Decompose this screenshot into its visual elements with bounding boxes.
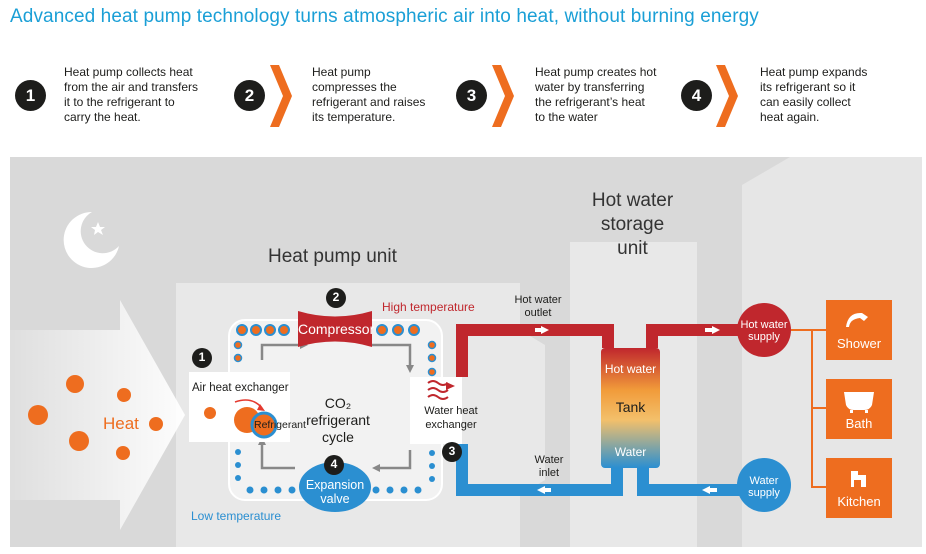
step-4-badge: 4 [681, 80, 712, 111]
shower-label: Shower [836, 336, 882, 351]
badge-3-number: 3 [448, 444, 456, 458]
page-title: Advanced heat pump technology turns atmo… [10, 6, 759, 27]
badge-2 [326, 288, 346, 308]
expansion-valve-shape [299, 462, 371, 512]
cycle-loop [260, 343, 412, 470]
bath-icon [844, 392, 874, 410]
moon-icon [63, 211, 119, 268]
compressor-shape [298, 311, 372, 347]
tank-shape [601, 348, 660, 468]
compressor-label: Compressor [298, 321, 375, 337]
kitchen-tile [826, 458, 892, 518]
high-temperature-label: High temperature [382, 300, 475, 314]
shower-tile [826, 300, 892, 360]
badge-1 [192, 348, 212, 368]
hot-refrigerant-dots [233, 324, 437, 377]
heat-particles [28, 375, 163, 460]
kitchen-tap-icon [851, 471, 866, 487]
badge-4-number: 4 [330, 457, 338, 471]
chevron-right-icon [492, 65, 514, 127]
star-icon [91, 222, 105, 235]
air-heat-exchanger-label: Air heat exchanger [192, 382, 289, 394]
distribution-lines [791, 329, 826, 488]
water-supply-node [737, 458, 791, 512]
tank-hot-water-label: Hot water [604, 362, 657, 376]
chevron-right-icon [716, 65, 738, 127]
step-3-badge: 3 [456, 80, 487, 111]
tank-water-label: Water [614, 445, 647, 459]
step-1-badge: 1 [15, 80, 46, 111]
badge-2-number: 2 [332, 290, 340, 304]
kitchen-label: Kitchen [837, 494, 881, 509]
refrigerant-label: Refrigerant [254, 419, 306, 431]
shower-icon [846, 312, 868, 327]
step-2-badge: 2 [234, 80, 265, 111]
low-temperature-label: Low temperature [191, 509, 282, 523]
heat-label: Heat [103, 414, 139, 433]
badge-1-number: 1 [198, 350, 206, 364]
bath-label: Bath [845, 416, 873, 431]
heat-arrow [10, 300, 185, 530]
badge-4 [324, 455, 344, 475]
hot-water-supply-node [737, 303, 791, 357]
heat-pump-unit-title: Heat pump unit [268, 246, 397, 267]
badge-3 [442, 442, 462, 462]
tank-label: Tank [615, 399, 646, 415]
chevron-right-icon [270, 65, 292, 127]
